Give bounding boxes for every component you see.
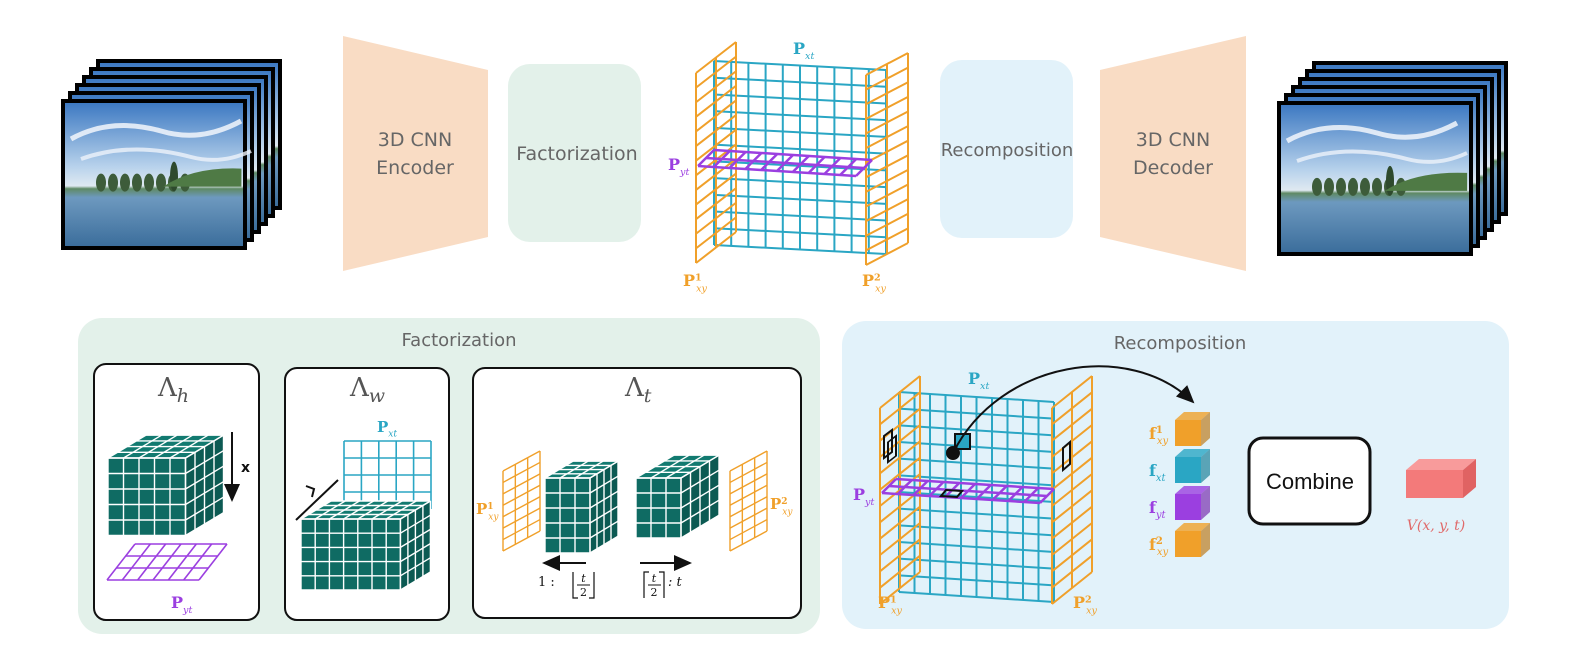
rec-plane-yt-grid (881, 477, 1055, 505)
w-axis-line (295, 479, 339, 521)
recomposition-block-label: Recomposition (941, 140, 1074, 161)
tree (1324, 177, 1334, 196)
sample-cell-xy2-box (1062, 439, 1071, 473)
recomposition-panel-title: Recomposition (1114, 333, 1247, 354)
tree (1348, 177, 1358, 196)
input-video-frames (61, 59, 282, 250)
feature-cube-f-xy2 (1175, 523, 1210, 557)
output-function-label: V(x, y, t) (1407, 518, 1465, 534)
encoder-label-1: 3D CNN (378, 129, 452, 151)
output-frame-front (1277, 101, 1473, 256)
hill (163, 168, 242, 187)
factorization-block (508, 64, 641, 242)
factorization-panel-title: Factorization (401, 330, 516, 351)
input-frame-front (61, 99, 252, 250)
output-value-cube (1406, 459, 1476, 498)
label-f-xt: fxt (1149, 461, 1167, 484)
fraction-den: 2 (580, 586, 587, 599)
fraction-num: t (581, 572, 586, 585)
lambda-h-yt-plane (106, 543, 228, 581)
recomposition-block (940, 60, 1073, 238)
sample-cell-yt-box (938, 488, 965, 499)
tree (156, 173, 166, 192)
combine-box (1247, 436, 1372, 526)
lambda-w-cube (300, 500, 432, 591)
rec-plane-xy1-grid (879, 375, 921, 605)
ceil-bracket (643, 571, 665, 598)
fraction-num: t (652, 572, 657, 585)
encoder-trapezoid (343, 36, 488, 271)
range-left-label: 1 : (538, 575, 555, 590)
decoder-label-1: 3D CNN (1136, 129, 1210, 151)
rec-label-P-yt: Pyt (853, 485, 874, 508)
hill (1384, 172, 1468, 191)
lambda-t-xy2-plane (729, 450, 768, 552)
feature-cube-f-xt (1175, 449, 1210, 483)
tree (1386, 165, 1394, 196)
fraction-den: 2 (651, 586, 658, 599)
plane-xy2-grid (865, 52, 909, 266)
feature-cube-f-yt (1175, 486, 1210, 520)
query-arrow (952, 365, 1195, 454)
sample-cell-xy1-box (883, 428, 893, 460)
label-P-xt: Pxt (793, 39, 814, 62)
label-f-yt: fyt (1149, 498, 1167, 521)
plane-xt-grid (713, 60, 887, 255)
tree (170, 161, 178, 192)
tree (120, 173, 130, 192)
tree (1372, 177, 1382, 196)
output-video-frames (1277, 61, 1508, 256)
tree (132, 173, 142, 192)
cloud-streak (1285, 120, 1459, 144)
sample-cell-xt (954, 433, 971, 450)
floor-bracket (572, 572, 595, 599)
lambda-t-xy1-plane (502, 450, 541, 552)
tree (1336, 177, 1346, 196)
tree (144, 173, 154, 192)
encoder-label-2: Encoder (376, 157, 454, 179)
plane-yt-grid (697, 148, 873, 178)
rec-label-P-xt: Pxt (968, 369, 989, 392)
x-axis-label: x (241, 460, 250, 476)
decoder-trapezoid (1100, 36, 1246, 271)
cloud-streak (1296, 149, 1468, 164)
tree (108, 173, 118, 192)
plane-xy1-grid (695, 41, 737, 264)
decoder-label-2: Decoder (1133, 157, 1213, 179)
label-P-yt: Pyt (668, 155, 689, 178)
cloud-streak (80, 147, 252, 162)
tree (1360, 177, 1370, 196)
lambda-h-symbol: Λh (157, 373, 189, 407)
rec-plane-xy2-grid (1051, 375, 1093, 605)
tree (1312, 177, 1322, 196)
lambda-t-symbol: Λt (624, 373, 652, 407)
combine-label: Combine (1266, 469, 1354, 494)
feature-cube-f-xy1 (1175, 412, 1210, 446)
tree (96, 173, 106, 192)
lambda-t-cube-right (635, 454, 720, 539)
lambda-h-cube (107, 434, 225, 537)
lambda-w-P-xt: Pxt (377, 418, 397, 440)
lambda-t-cube-left (544, 460, 619, 554)
w-axis-tick (305, 485, 316, 498)
factorization-block-label: Factorization (516, 143, 637, 165)
cloud-streak (69, 118, 243, 142)
lambda-h-P-yt: Pyt (171, 593, 192, 616)
range-right-label: : t (668, 575, 683, 590)
lambda-w-symbol: Λw (349, 373, 385, 407)
